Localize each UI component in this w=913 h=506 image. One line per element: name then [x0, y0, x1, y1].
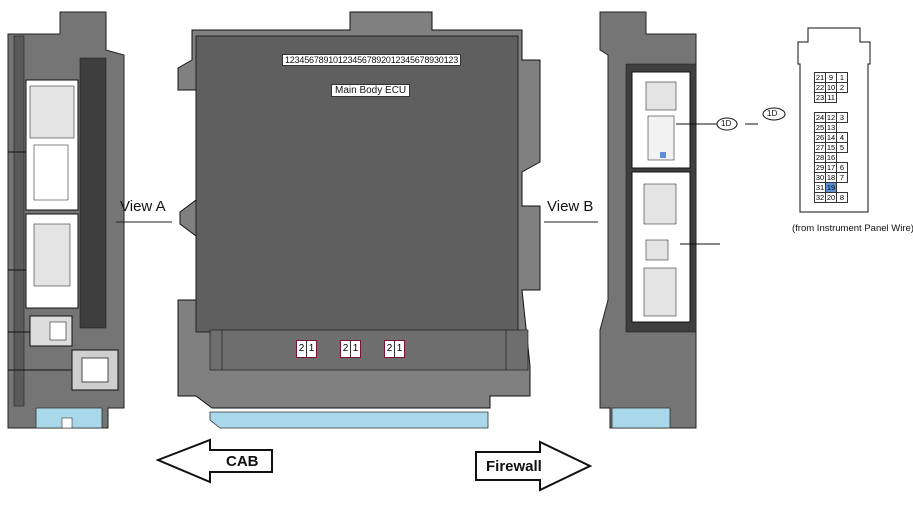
pin-cell: 9	[825, 72, 837, 83]
pin-cell: 32	[814, 192, 826, 203]
arrow-firewall-label: Firewall	[486, 458, 542, 475]
pin-cell: 5	[836, 142, 848, 153]
pin-cell: 17	[825, 162, 837, 173]
pin-cell	[837, 103, 848, 113]
top-pin-strip: 123456789101234567892012345678930123	[282, 54, 461, 66]
pin-cell: 2	[836, 82, 848, 93]
pin-cell: 1	[836, 72, 848, 83]
pin-label: 1	[394, 341, 404, 357]
pin-cell: 15	[825, 142, 837, 153]
detail-1d-oval	[762, 107, 786, 121]
pin-cell: 31	[814, 182, 826, 193]
left-side-view	[7, 11, 125, 429]
pin-label: 2	[342, 343, 349, 354]
connector-caption: (from Instrument Panel Wire)	[792, 223, 913, 234]
pin-cell: 6	[836, 162, 848, 173]
pin-label: 2	[298, 343, 305, 354]
pin-cell: 25	[814, 122, 826, 133]
pin-cell: 10	[825, 82, 837, 93]
arrow-cab	[155, 438, 273, 484]
pin-row	[815, 103, 848, 113]
pin-cell: 14	[825, 132, 837, 143]
ecu-name-label: Main Body ECU	[331, 84, 411, 97]
pin-cell	[837, 123, 848, 133]
pin-cell: 22	[814, 82, 826, 93]
arrow-cab-label: CAB	[226, 453, 259, 470]
pin-cell	[815, 103, 826, 113]
pin-cell: 8	[836, 192, 848, 203]
pin-cell: 28	[814, 152, 826, 163]
pin-cell: 12	[825, 112, 837, 123]
pin-cell	[837, 93, 848, 103]
pin-cell: 18	[825, 172, 837, 183]
pin-cell: 27	[814, 142, 826, 153]
pin-cell: 20	[825, 192, 837, 203]
pin-cell	[837, 183, 848, 193]
pin-cell: 21	[814, 72, 826, 83]
connector-code-detail: 1D	[767, 109, 778, 118]
pin-cell: 16	[825, 152, 837, 163]
pin-cell: 29	[814, 162, 826, 173]
pin-label: 1	[306, 341, 316, 357]
right-side-view	[599, 11, 720, 429]
pin-cell: 30	[814, 172, 826, 183]
callout-1d-oval	[716, 117, 738, 131]
pin-cell: 23	[814, 92, 826, 103]
connector-code-callout: 1D	[721, 119, 732, 128]
main-body-ecu	[177, 11, 541, 429]
pin-cell: 24	[814, 112, 826, 123]
pin-cell: 19	[825, 182, 837, 193]
pin-cell	[837, 153, 848, 163]
pin-label: 2	[386, 343, 393, 354]
pin-cell: 3	[836, 112, 848, 123]
pin-cell: 11	[825, 92, 837, 103]
pin-cell: 7	[836, 172, 848, 183]
arrow-firewall	[475, 440, 593, 492]
pin-cell: 26	[814, 132, 826, 143]
pin-cell: 4	[836, 132, 848, 143]
view-a-label: View A	[120, 198, 166, 215]
pin-cell	[826, 103, 837, 113]
pin-label: 1	[350, 341, 360, 357]
pin-cell: 13	[825, 122, 837, 133]
view-b-label: View B	[547, 198, 594, 215]
